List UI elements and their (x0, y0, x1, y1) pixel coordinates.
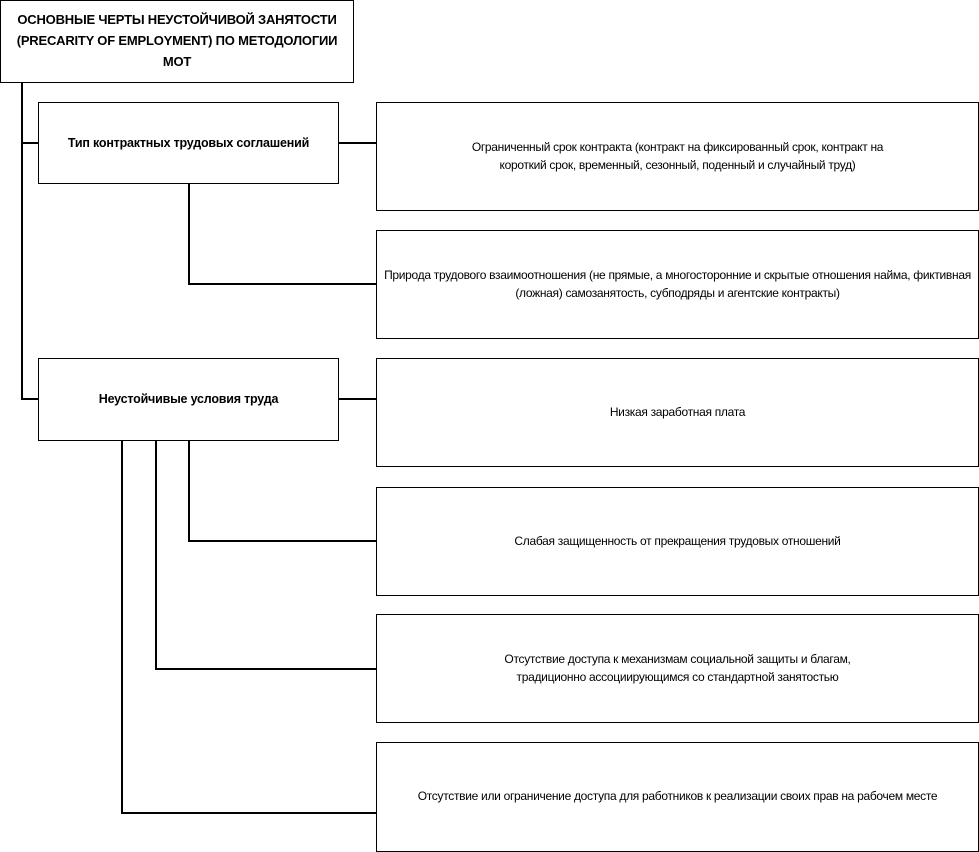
category-contract-types-label: Тип контрактных трудовых соглашений (67, 135, 310, 150)
item-limited-rights-access-box: Отсутствие или ограничение доступа для р… (376, 742, 979, 852)
item-weak-termination-protection-box: Слабая защищенность от прекращения трудо… (376, 487, 979, 596)
category-working-conditions-box: Неустойчивые условия труда (38, 358, 339, 441)
item-weak-termination-protection-text: Слабая защищенность от прекращения трудо… (514, 533, 841, 548)
item-employment-relationship-nature-box: Природа трудового взаимоотношения (не пр… (376, 230, 979, 339)
item-limited-contract-term-text: Ограниченный срок контракта (контракт на… (471, 140, 884, 172)
connector-root-to-working-conditions (21, 398, 39, 400)
connector-working-conditions-to-item-1 (338, 398, 377, 400)
connector-working-conditions-to-item-4 (121, 812, 377, 814)
category-contract-types-box: Тип контрактных трудовых соглашений (38, 102, 339, 184)
connector-working-conditions-to-item-3 (155, 668, 377, 670)
item-limited-contract-term-box: Ограниченный срок контракта (контракт на… (376, 102, 979, 211)
connector-contract-types-to-item-2 (188, 283, 377, 285)
connector-working-conditions-to-item-2 (188, 540, 377, 542)
item-low-wages-text: Низкая заработная плата (609, 404, 746, 419)
connector-working-conditions-drop-b (155, 440, 157, 670)
item-limited-rights-access-text: Отсутствие или ограничение доступа для р… (417, 789, 938, 804)
item-no-social-protection-access-box: Отсутствие доступа к механизмам социальн… (376, 614, 979, 723)
connector-contract-types-drop (188, 183, 190, 285)
item-employment-relationship-nature-text: Природа трудового взаимоотношения (не пр… (384, 268, 971, 300)
item-low-wages-box: Низкая заработная плата (376, 358, 979, 467)
connector-root-to-contract-types (21, 142, 39, 144)
item-no-social-protection-access-text: Отсутствие доступа к механизмам социальн… (504, 652, 851, 684)
category-working-conditions-label: Неустойчивые условия труда (98, 392, 279, 407)
root-title-line-1: ОСНОВНЫЕ ЧЕРТЫ НЕУСТОЙЧИВОЙ ЗАНЯТОСТИ (17, 12, 337, 28)
connector-working-conditions-drop-c (121, 440, 123, 814)
connector-root-trunk (21, 82, 23, 400)
root-title-box: ОСНОВНЫЕ ЧЕРТЫ НЕУСТОЙЧИВОЙ ЗАНЯТОСТИ (P… (0, 0, 354, 83)
connector-contract-types-to-item-1 (338, 142, 377, 144)
connector-working-conditions-drop-a (188, 440, 190, 542)
root-title-line-2: (PRECARITY OF EMPLOYMENT) ПО МЕТОДОЛОГИИ… (16, 33, 338, 69)
